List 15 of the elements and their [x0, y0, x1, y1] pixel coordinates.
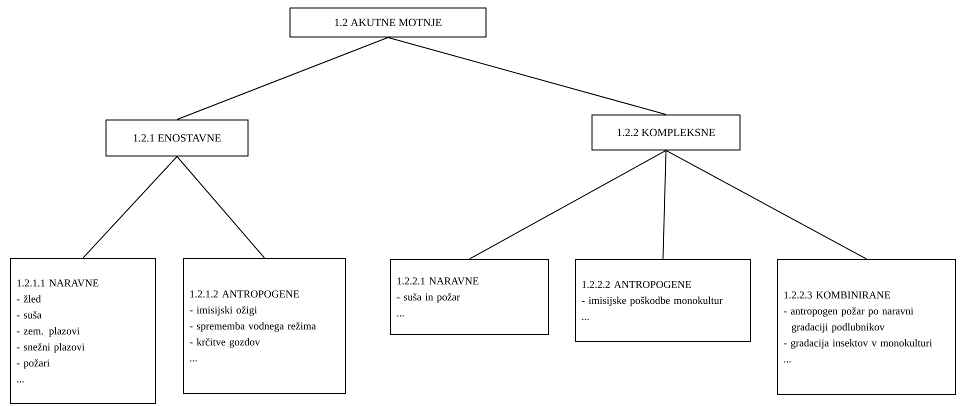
list-box: 1.2.2.1 NARAVNE - suša in požar ... [390, 259, 549, 335]
connector-line [666, 150, 867, 260]
connector-line [388, 37, 666, 115]
connector-line [662, 150, 666, 260]
category-box: 1.2.2 KOMPLEKSNE [592, 114, 740, 150]
category-box: 1.2.1 ENOSTAVNE [106, 120, 249, 156]
category-box: 1.2 AKUTNE MOTNJE [290, 8, 486, 38]
connector-line [82, 156, 178, 258]
connector-line [176, 156, 265, 258]
connector-line [176, 37, 388, 120]
list-box: 1.2.1.2 ANTROPOGENE - imisijski ožigi - sprememba vodnega režima - krčitve gozdov ... [183, 258, 346, 394]
list-box: 1.2.1.1 NARAVNE - žled - suša - zem. plazovi - snežni plazovi - požari ... [10, 258, 156, 404]
list-box: 1.2.2.3 KOMBINIRANE - antropogen požar po naravni gradaciji podlubnikov - gradacija insektov v monokulturi ... [777, 259, 956, 395]
connector-line [469, 150, 666, 260]
list-box: 1.2.2.2 ANTROPOGENE - imisijske poškodbe monokultur ... [575, 259, 751, 342]
